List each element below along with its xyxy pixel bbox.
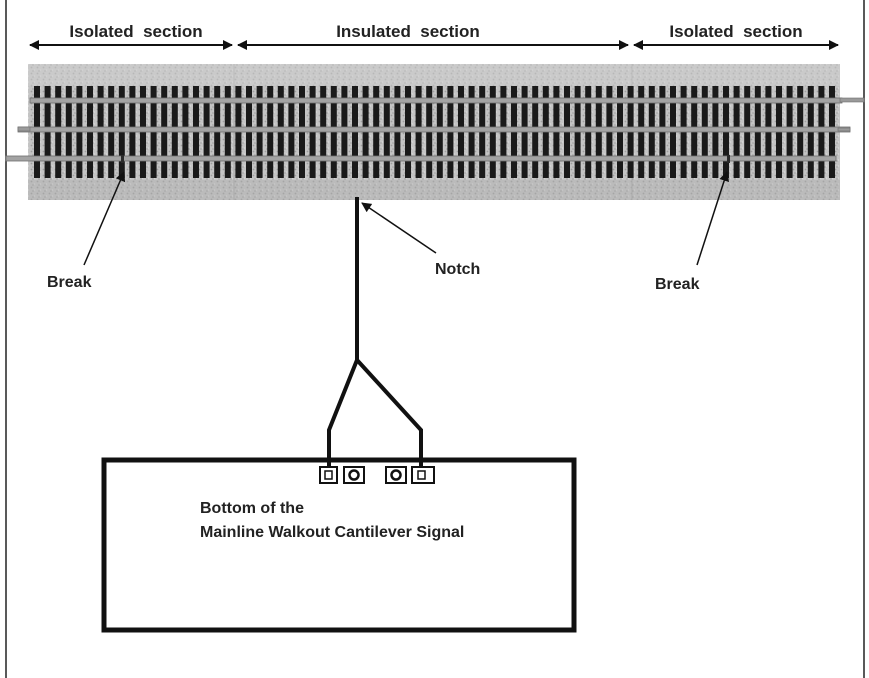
terminal-2-post xyxy=(348,469,360,481)
notch-label: Notch xyxy=(435,261,480,278)
terminal-1-screw xyxy=(324,470,333,480)
outer-rail-top xyxy=(29,97,843,104)
terminal-2 xyxy=(343,466,365,484)
signal-label-line1: Bottom of the xyxy=(200,500,304,517)
roadbed-bottom-shade xyxy=(28,180,840,200)
terminal-strip xyxy=(319,466,435,484)
terminal-3 xyxy=(385,466,407,484)
left-section-label: Isolated section xyxy=(69,22,202,41)
roadbed-top-shade xyxy=(28,64,840,86)
break-right-label: Break xyxy=(655,276,700,293)
signal-base-box xyxy=(101,457,577,633)
signal-wires xyxy=(327,197,423,475)
rail-pin-right-center xyxy=(837,127,851,132)
break-left-pointer xyxy=(83,171,126,266)
break-right-pointer xyxy=(696,171,729,266)
fastrack-track xyxy=(5,64,865,200)
break-left-label: Break xyxy=(47,274,92,291)
middle-section-label: Insulated section xyxy=(336,22,480,41)
notch-pointer xyxy=(361,202,437,254)
center-rail xyxy=(17,126,851,133)
terminal-4 xyxy=(411,466,435,484)
terminal-3-post xyxy=(390,469,402,481)
signal-label-line2: Mainline Walkout Cantilever Signal xyxy=(200,524,464,541)
rail-break-right xyxy=(727,155,730,163)
right-section-label: Isolated section xyxy=(669,22,802,41)
terminal-1 xyxy=(319,466,338,484)
terminal-4-screw xyxy=(417,470,426,480)
rail-pin-right-top xyxy=(839,97,865,103)
rail-pin-left-center xyxy=(17,126,31,132)
rails xyxy=(5,97,865,162)
outer-rail-bottom xyxy=(5,155,837,162)
rail-break-left xyxy=(121,155,124,163)
